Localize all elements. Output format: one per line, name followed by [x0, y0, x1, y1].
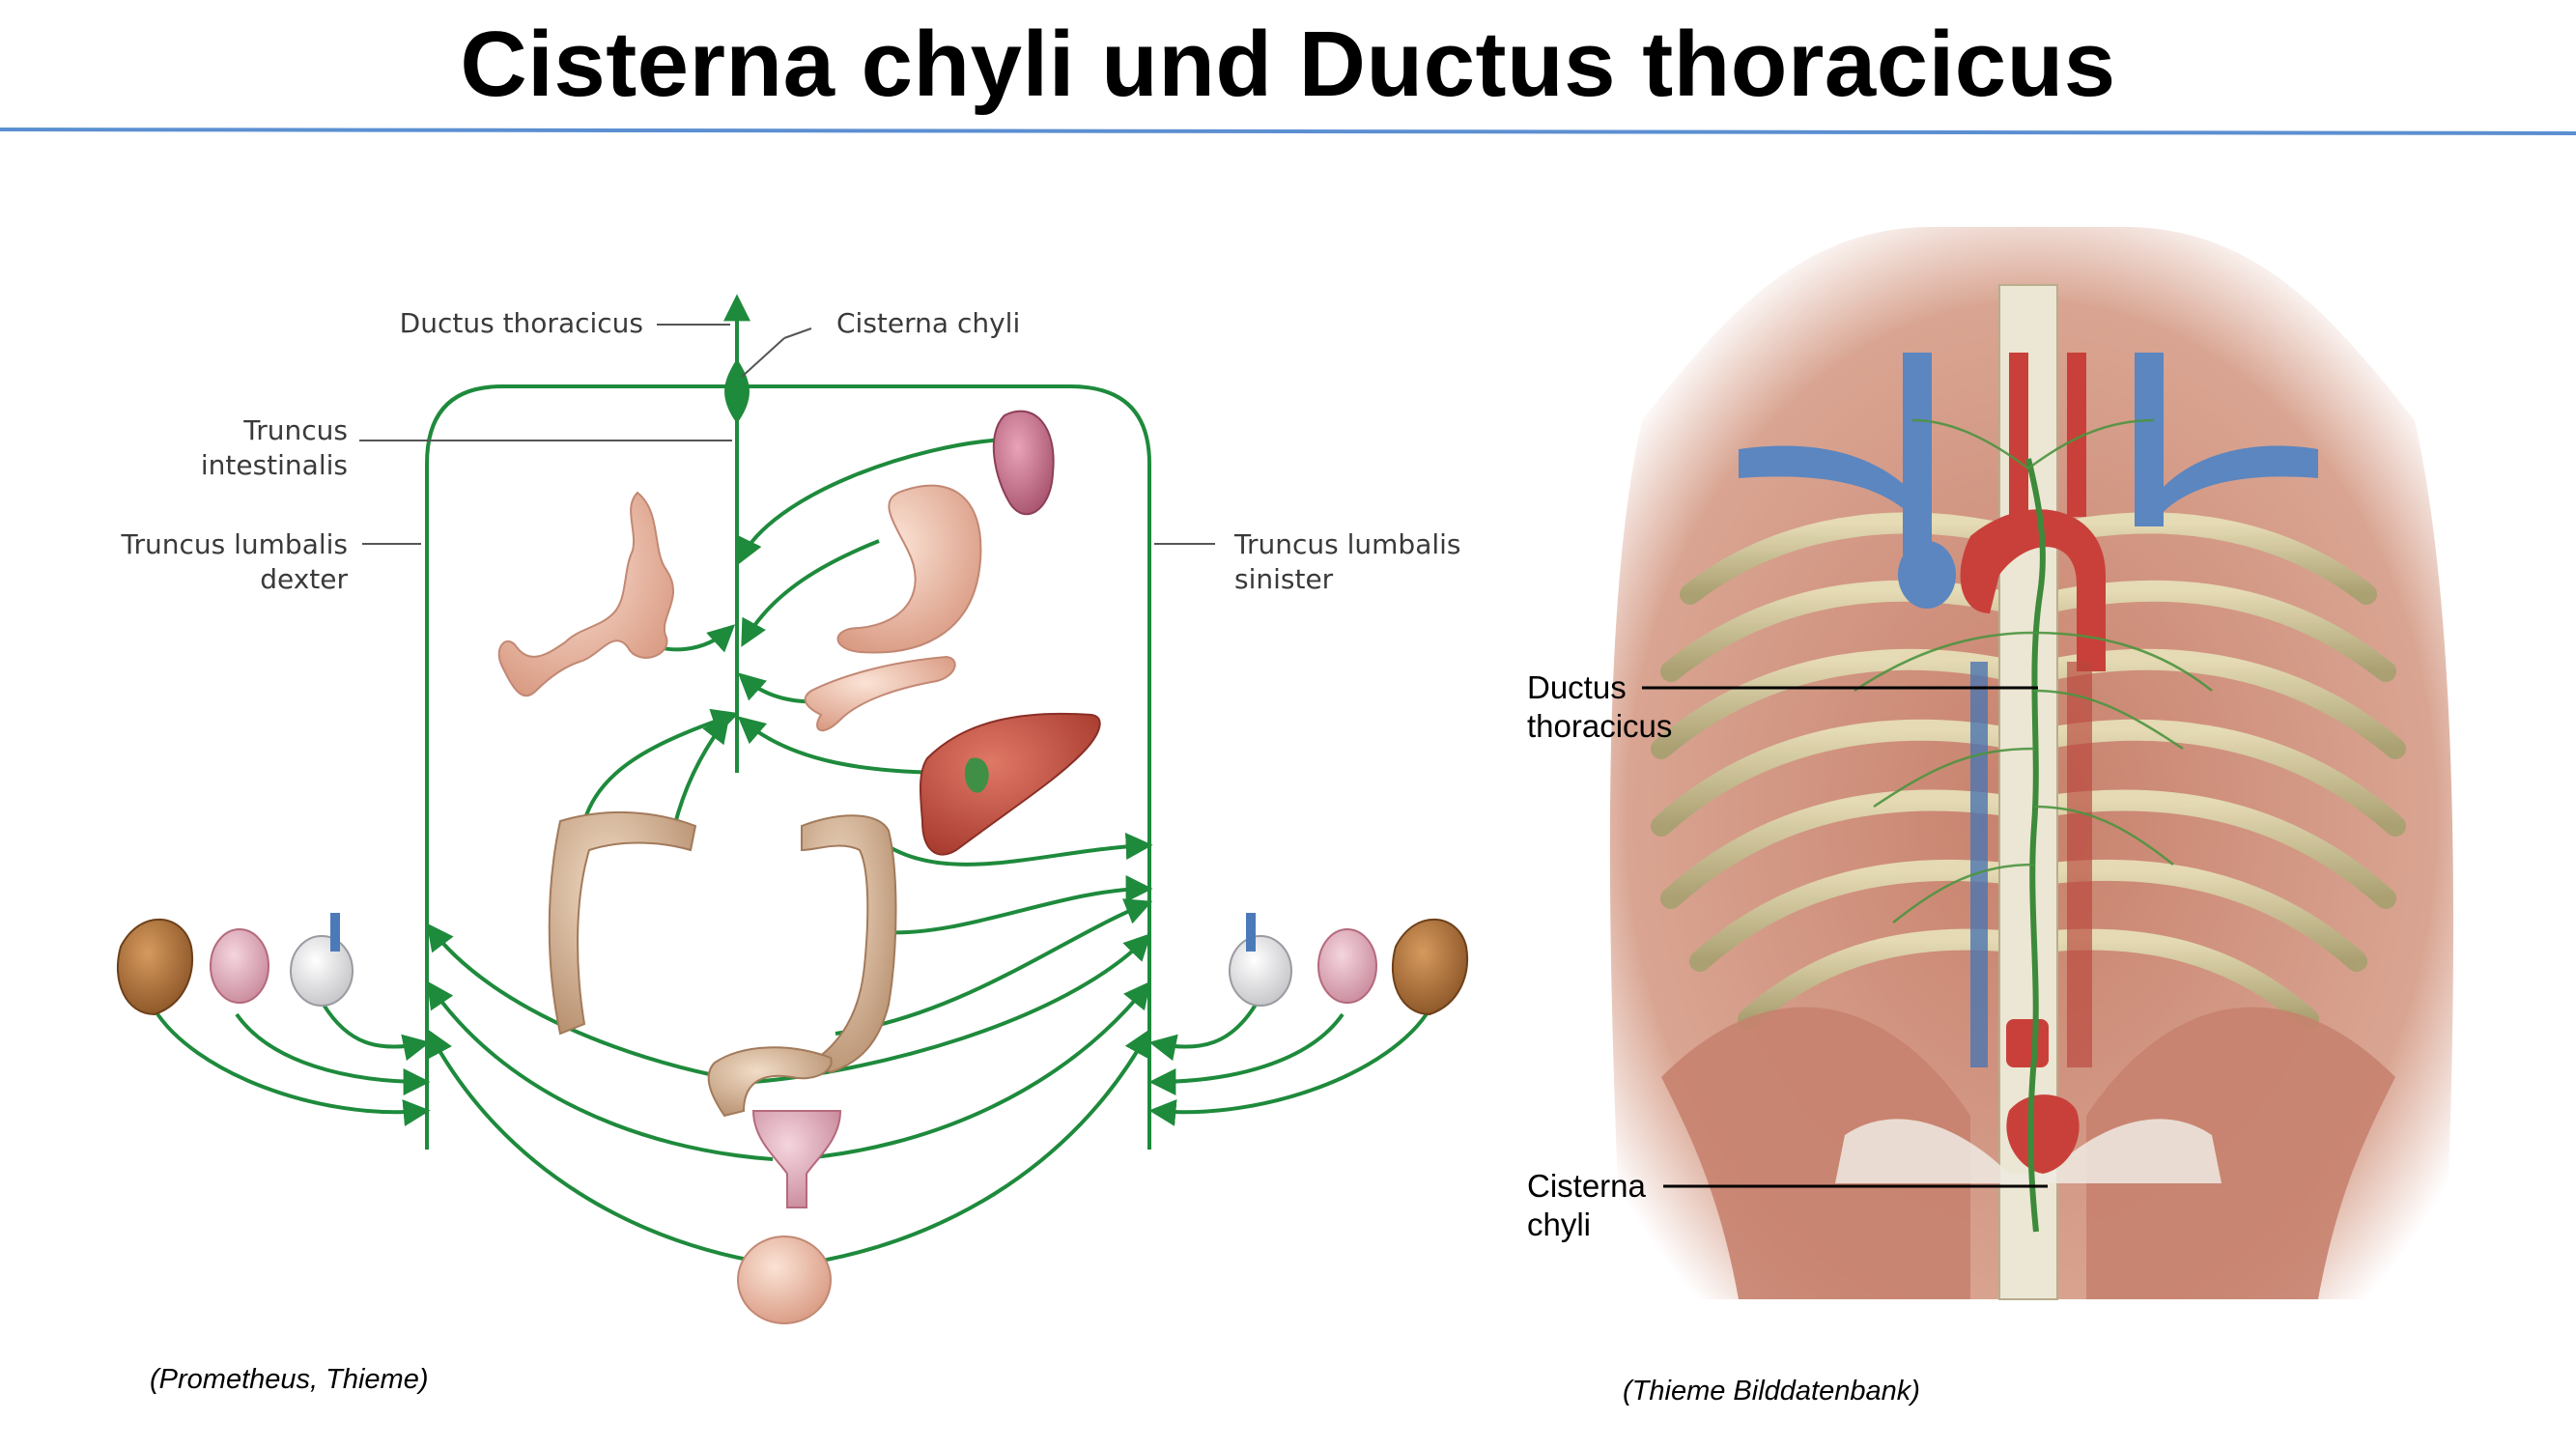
label-cisterna-chyli: Cisterna chyli [836, 307, 1020, 339]
uterus-illustration [751, 1110, 842, 1208]
ovary-right-illustration [1317, 928, 1377, 1004]
testis-right-illustration [1229, 913, 1292, 1007]
label-cisterna-1: Cisterna [1527, 1168, 1647, 1204]
ductus-thoracicus-line [2025, 458, 2046, 1233]
label-truncus-lumbalis-dexter-2: dexter [260, 563, 348, 595]
small-intestine-illustration [497, 491, 674, 697]
testis-left-illustration [290, 913, 354, 1007]
stomach-illustration [836, 484, 982, 654]
label-truncus-lumbalis-sinister-1: Truncus lumbalis [1233, 528, 1461, 560]
title-divider [0, 128, 2576, 135]
label-ductus-2: thoracicus [1527, 708, 1672, 744]
label-truncus-lumbalis-sinister-2: sinister [1234, 563, 1334, 595]
label-truncus-intestinalis-2: intestinalis [201, 449, 348, 481]
label-truncus-intestinalis-1: Truncus [242, 414, 348, 446]
label-ductus-1: Ductus [1527, 669, 1627, 705]
liver-illustration [919, 712, 1101, 856]
colon-ascending-illustration [548, 810, 697, 1036]
aorta-abdominal [2006, 1019, 2049, 1067]
label-ductus-thoracicus: Ductus thoracicus [400, 307, 643, 339]
bladder-illustration [737, 1236, 832, 1324]
sigmoid-illustration [707, 1046, 833, 1118]
kidney-left-illustration [116, 918, 193, 1016]
left-caption: (Prometheus, Thieme) [150, 1364, 429, 1395]
label-truncus-lumbalis-dexter-1: Truncus lumbalis [121, 528, 349, 560]
thorax-anatomy-illustration: Ductus thoracicus Cisterna chyli [1487, 208, 2576, 1338]
spleen-illustration [992, 410, 1055, 516]
right-caption: (Thieme Bilddatenbank) [1623, 1376, 1920, 1406]
label-cisterna-2: chyli [1527, 1207, 1591, 1242]
colon-descending-illustration [801, 814, 897, 1074]
lymph-drainage-diagram: Ductus thoracicus Cisterna chyli Truncus… [97, 270, 1497, 1362]
pancreas-illustration [804, 655, 956, 732]
kidney-right-illustration [1391, 918, 1468, 1016]
page-title: Cisterna chyli und Ductus thoracicus [460, 13, 2116, 116]
great-vessels [1739, 353, 2318, 1067]
ovary-left-illustration [210, 928, 269, 1004]
